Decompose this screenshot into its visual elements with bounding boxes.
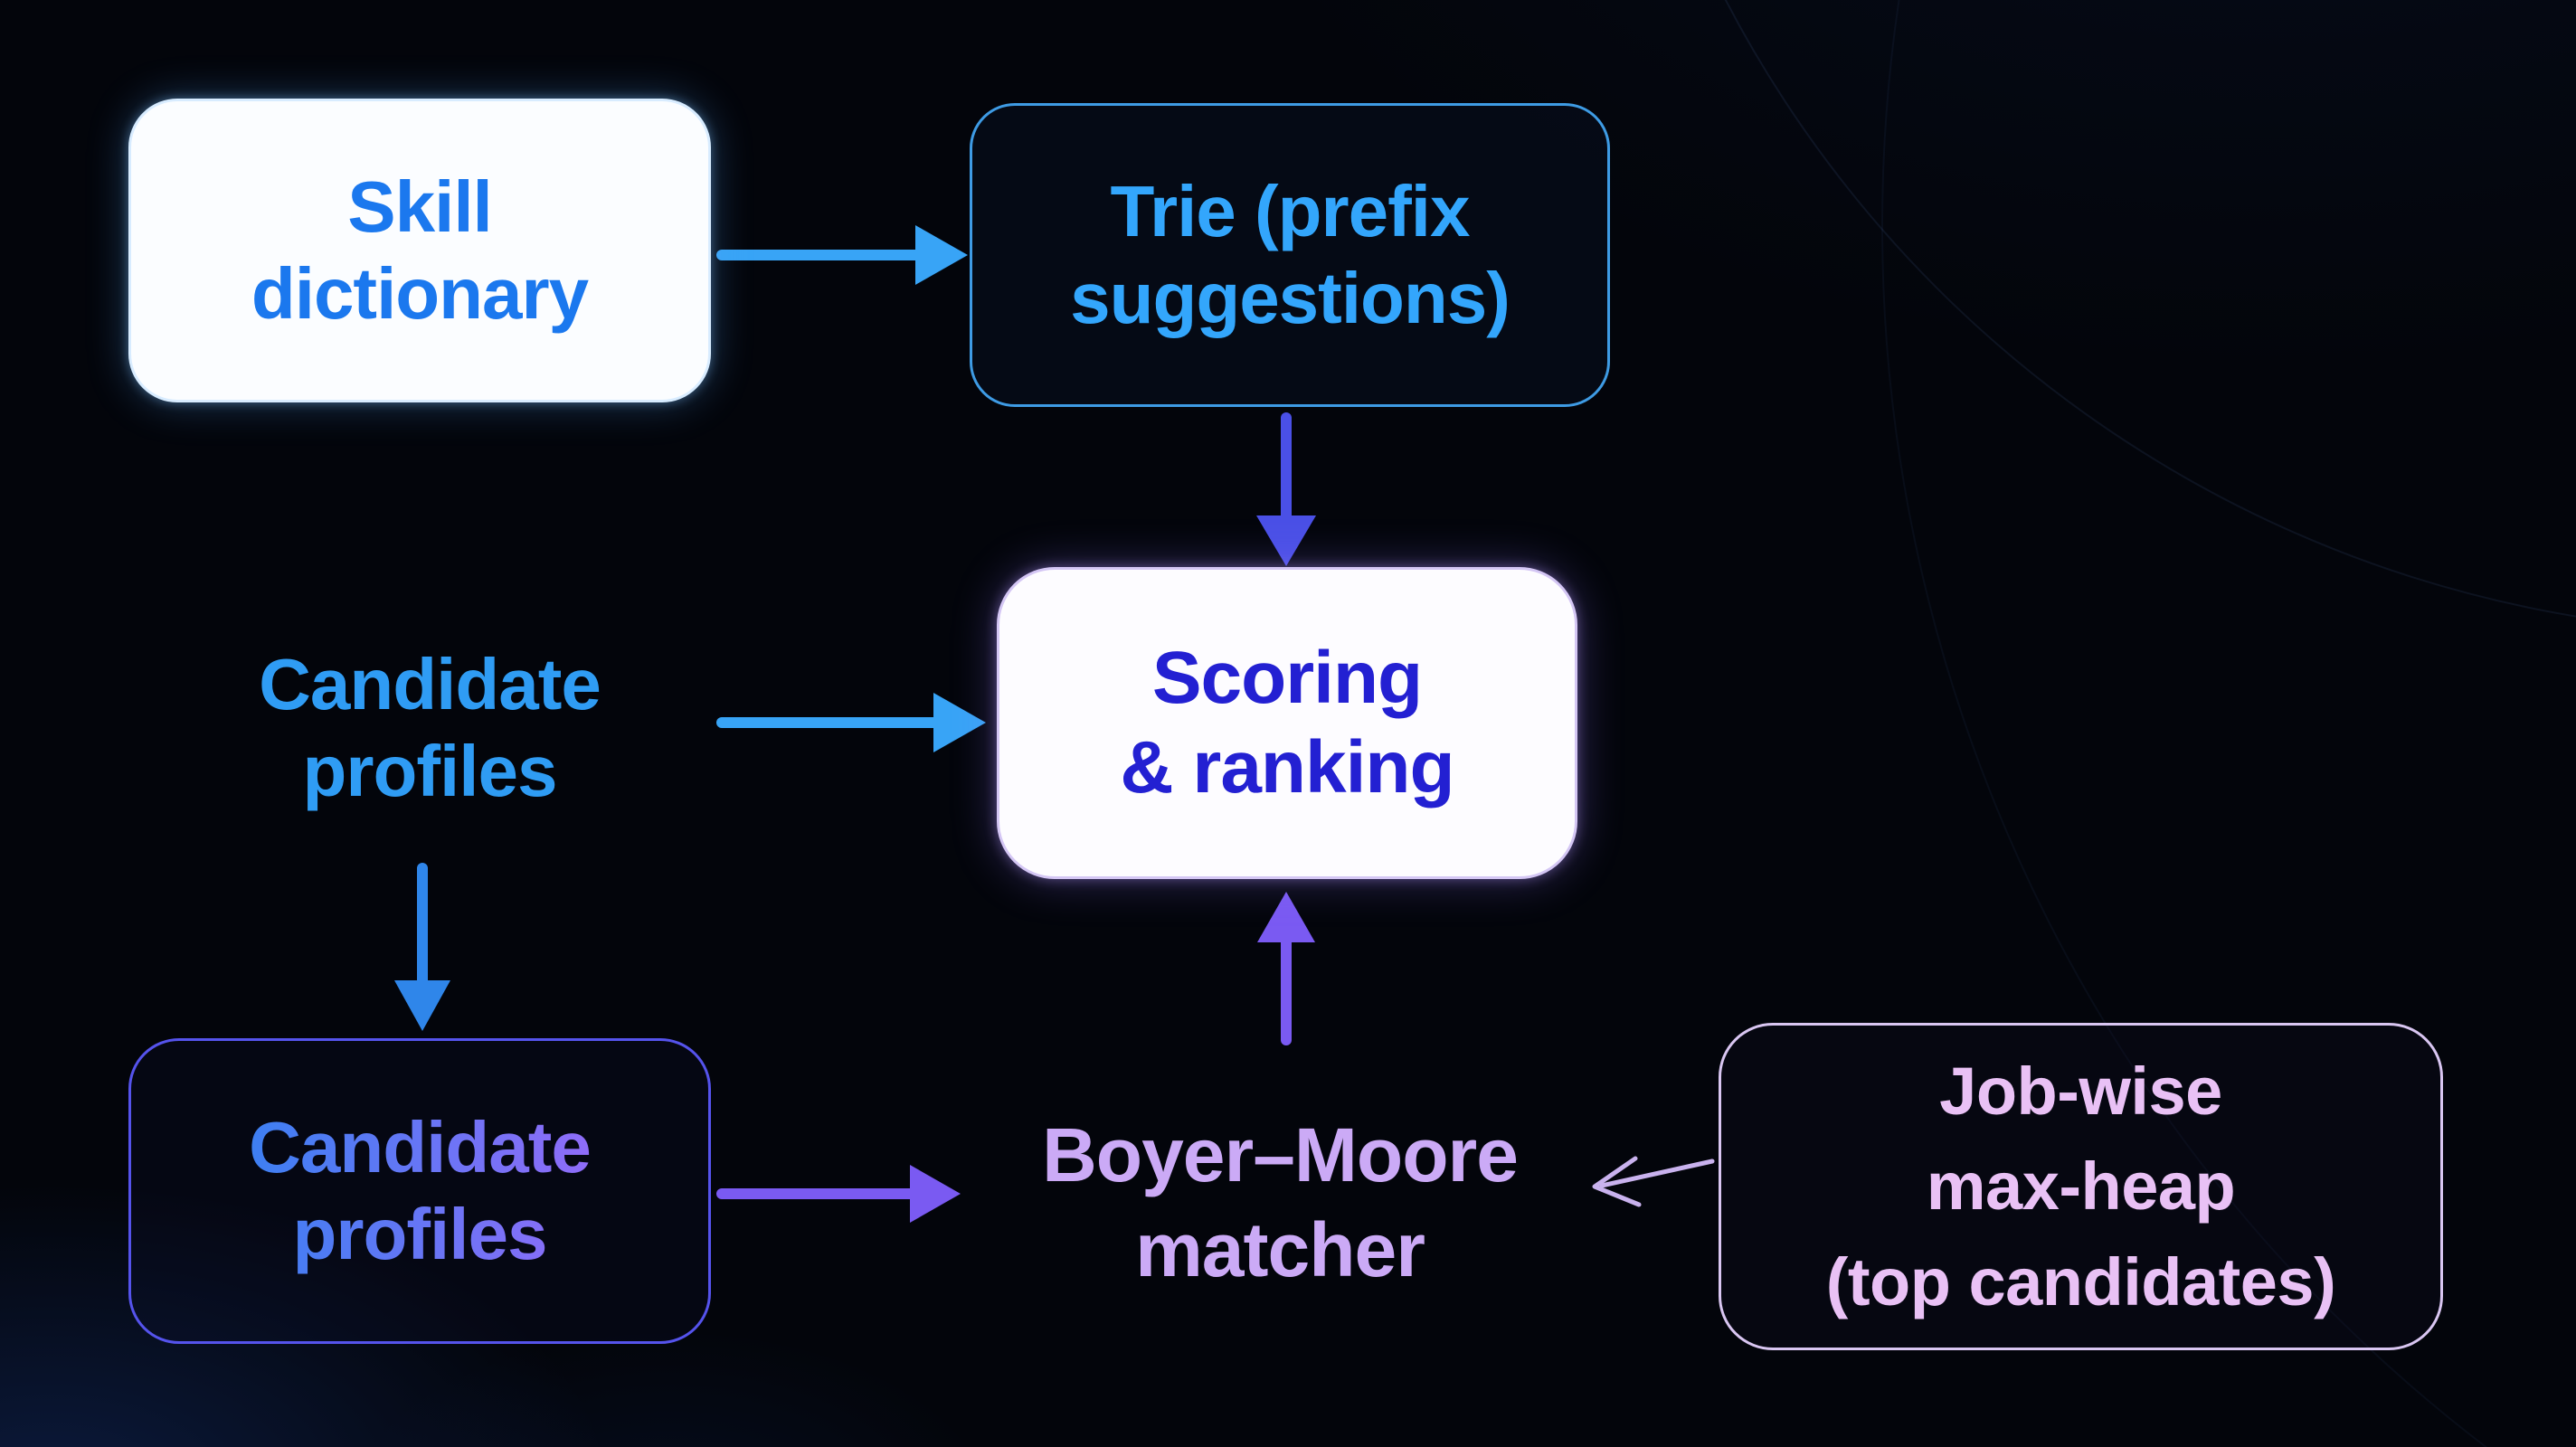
edge-candidates-to-scoring-arrowhead	[933, 693, 986, 752]
edge-jobheap-to-boyer	[1592, 1156, 1715, 1207]
edge-candidates-to-scoring	[716, 693, 986, 752]
trie-node: Trie (prefix suggestions)	[970, 103, 1610, 407]
job-heap-label: Job-wise max-heap (top candidates)	[1825, 1054, 2336, 1319]
job-heap-node: Job-wise max-heap (top candidates)	[1719, 1023, 2443, 1350]
edge-jobheap-to-boyer-line	[1599, 1159, 1715, 1188]
edge-skill-to-trie-arrowhead	[915, 225, 968, 285]
edge-trie-to-scoring-arrowhead	[1256, 515, 1316, 566]
skill-dictionary-node: Skill dictionary	[128, 99, 711, 402]
edge-trie-to-scoring	[1256, 412, 1316, 566]
edge-store-to-boyer	[716, 1165, 961, 1223]
edge-boyer-to-scoring	[1257, 892, 1315, 1045]
edge-boyer-to-scoring-arrowhead	[1257, 892, 1315, 942]
skill-dictionary-label: Skill dictionary	[251, 166, 589, 334]
scoring-ranking-node: Scoring & ranking	[997, 567, 1577, 879]
edge-candidates-to-store	[394, 863, 450, 1031]
candidate-profiles-store-node: Candidate profiles	[128, 1038, 711, 1344]
trie-label: Trie (prefix suggestions)	[1070, 171, 1511, 338]
edge-skill-to-trie	[716, 225, 968, 285]
candidate-profiles-source-label: Candidate profiles	[259, 644, 601, 811]
scoring-ranking-label: Scoring & ranking	[1120, 637, 1454, 809]
edge-jobheap-to-boyer-arrowhead	[1592, 1156, 1642, 1207]
boyer-moore-label: Boyer–Moore matcher	[1042, 1112, 1519, 1292]
edge-candidates-to-store-arrowhead	[394, 980, 450, 1031]
candidate-profiles-store-label: Candidate profiles	[249, 1104, 592, 1278]
edge-store-to-boyer-arrowhead	[910, 1165, 961, 1223]
boyer-moore-node: Boyer–Moore matcher	[977, 1105, 1583, 1300]
candidate-profiles-source-node: Candidate profiles	[109, 624, 751, 832]
